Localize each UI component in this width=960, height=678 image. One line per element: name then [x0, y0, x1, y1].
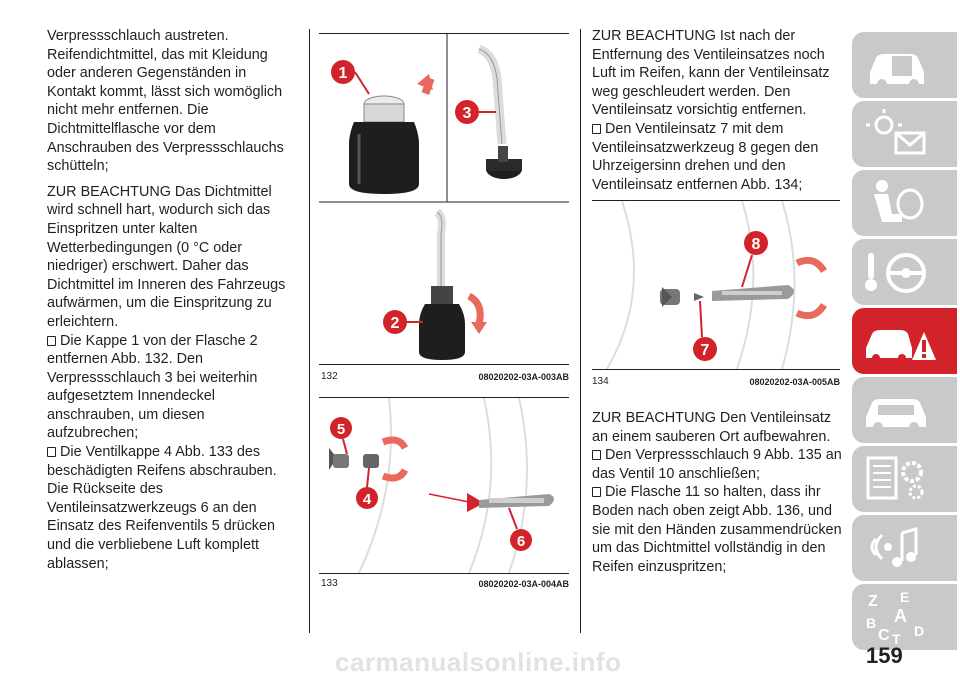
callout-label: 2	[391, 315, 400, 332]
callout-label: 1	[339, 65, 348, 82]
chapter-tab[interactable]	[852, 239, 957, 305]
car-service-icon	[866, 399, 926, 432]
chapter-tab[interactable]	[852, 446, 957, 512]
index-letter: T	[892, 631, 901, 647]
figure-134: 8 7	[592, 200, 840, 370]
callout-badge	[455, 100, 479, 124]
chapter-tab[interactable]	[852, 32, 957, 98]
index-letter: Z	[868, 593, 878, 610]
callout-badge	[510, 529, 532, 551]
rotate-arrow-icon	[795, 256, 827, 274]
rotate-arrow-icon	[467, 292, 484, 325]
checkbox-icon	[592, 487, 601, 498]
chapter-tab[interactable]	[852, 101, 957, 167]
figure-134-illustration: 8 7	[592, 201, 840, 369]
index-letter: D	[914, 623, 924, 639]
note-paragraph: ZUR BEACHTUNG Den Ventileinsatz an einem…	[592, 410, 832, 445]
callout-label: 3	[463, 105, 472, 122]
chapter-tab[interactable]	[852, 377, 957, 443]
instruction-step: Die Flasche 11 so halten, dass ihr Boden…	[592, 484, 842, 575]
car-dashboard-icon	[870, 54, 924, 89]
index-letter: C	[878, 627, 890, 644]
technical-data-icon	[866, 456, 924, 500]
checkbox-icon	[47, 447, 56, 458]
callout-label: 5	[337, 421, 345, 438]
column-divider	[580, 29, 581, 633]
index-letter: A	[894, 606, 907, 626]
multimedia-icon	[870, 527, 918, 567]
callout-badge	[693, 337, 717, 361]
rotate-arrow-icon	[381, 436, 409, 450]
callout-badge	[356, 487, 378, 509]
column-divider	[309, 29, 310, 633]
callout-label: 4	[363, 491, 372, 508]
callout-badge	[330, 417, 352, 439]
callout-badge	[383, 310, 407, 334]
callout-label: 7	[701, 342, 710, 359]
figure-caption: 133 08020202-03A-004AB	[321, 578, 569, 589]
index-letter: B	[866, 615, 876, 631]
note-paragraph: ZUR BEACHTUNG Das Dichtmittel wird schne…	[47, 183, 286, 330]
note-paragraph: ZUR BEACHTUNG Ist nach der Entfernung de…	[592, 28, 830, 119]
seat-airbag-icon	[874, 180, 924, 222]
figure-132-illustration: 1 3 2	[319, 34, 569, 364]
text-column-right: ZUR BEACHTUNG Ist nach der Entfernung de…	[592, 27, 844, 194]
callout-label: 8	[752, 236, 761, 253]
callout-label: 6	[517, 533, 525, 550]
instruction-step: Den Ventileinsatz 7 mit dem Ventileinsat…	[592, 120, 819, 193]
checkbox-icon	[592, 450, 601, 461]
figure-caption: 134 08020202-03A-005AB	[592, 376, 840, 387]
steering-wheel-icon	[865, 253, 926, 293]
alphabetical-index-icon: Z E A B C D T	[866, 589, 924, 647]
text-column-right-lower: ZUR BEACHTUNG Den Ventileinsatz an einem…	[592, 409, 844, 576]
figure-133: 5 4 6	[319, 397, 569, 574]
page-number: 159	[866, 643, 903, 668]
callout-badge	[331, 60, 355, 84]
warning-lights-icon	[866, 109, 926, 155]
instruction-step: Den Verpressschlauch 9 Abb. 135 an das V…	[592, 447, 842, 482]
figure-caption: 132 08020202-03A-003AB	[321, 371, 569, 382]
figure-132: 1 3 2	[319, 33, 569, 365]
text-column-left: Verpressschlauch austreten. Reifendichtm…	[47, 27, 299, 573]
chapter-tab[interactable]	[852, 515, 957, 581]
checkbox-icon	[592, 123, 601, 134]
instruction-step: Die Ventilkappe 4 Abb. 133 des beschädig…	[47, 444, 277, 572]
chapter-tab[interactable]: Z E A B C D T	[852, 584, 957, 650]
emergency-car-icon	[866, 330, 936, 362]
watermark: carmanualsonline.info	[335, 647, 622, 677]
chapter-tab[interactable]	[852, 170, 957, 236]
checkbox-icon	[47, 335, 56, 346]
rotate-arrow-icon	[381, 468, 409, 482]
chapter-tab-active[interactable]	[852, 308, 957, 374]
paragraph: Verpressschlauch austreten. Reifendichtm…	[47, 28, 284, 175]
callout-badge	[744, 231, 768, 255]
rotate-arrow-icon	[795, 302, 827, 320]
index-letter: E	[900, 589, 909, 605]
figure-133-illustration: 5 4 6	[319, 398, 569, 573]
instruction-step: Die Kappe 1 von der Flasche 2 entfernen …	[47, 332, 258, 442]
